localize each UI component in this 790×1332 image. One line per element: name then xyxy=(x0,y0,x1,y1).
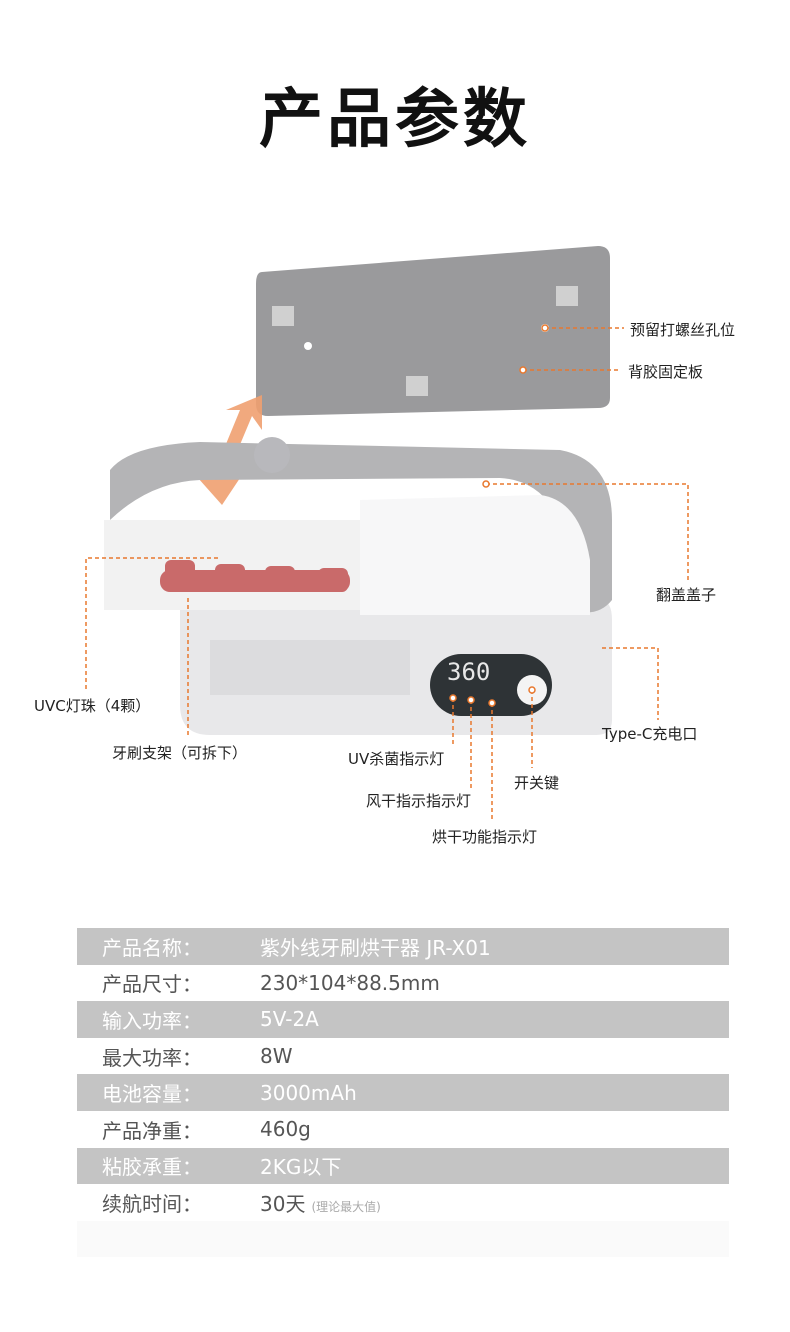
spec-value: 30天 (理论最大值) xyxy=(260,1188,729,1217)
callout-power-key: 开关键 xyxy=(514,774,560,792)
spec-value: 2KG以下 xyxy=(260,1155,342,1180)
device-drawing xyxy=(85,246,689,822)
product-illustration: 360 预留打螺丝孔位 背胶固定板 翻盖盖子 UVC灯珠（4颗） 牙刷支架（可拆… xyxy=(0,230,790,870)
spec-row: 电池容量： 3000mAh xyxy=(77,1074,729,1111)
callout-screw-hole: 预留打螺丝孔位 xyxy=(630,321,736,339)
callout-flip-lid: 翻盖盖子 xyxy=(656,586,717,604)
spec-value: 230*104*88.5mm xyxy=(260,970,440,995)
toothbrush-holders xyxy=(160,560,350,592)
spec-label: 最大功率： xyxy=(102,1045,202,1070)
spec-value: 5V-2A xyxy=(260,1007,319,1032)
plate-hook xyxy=(406,376,428,396)
metal-ball xyxy=(254,437,290,473)
display-reading: 360 xyxy=(447,658,491,686)
lid xyxy=(110,442,612,613)
spec-label: 电池容量： xyxy=(102,1082,202,1107)
spec-table: 产品名称： 紫外线牙刷烘干器 JR-X01 产品尺寸： 230*104*88.5mm… xyxy=(77,928,729,1258)
spec-row: 续航时间： 30天 (理论最大值) xyxy=(77,1184,729,1221)
plate-hook xyxy=(272,306,294,326)
spec-value: 3000mAh xyxy=(260,1080,357,1105)
spec-label: 输入功率： xyxy=(102,1008,202,1033)
callout-uv-indicator: UV杀菌指示灯 xyxy=(348,750,445,768)
spec-label: 粘胶承重： xyxy=(102,1155,202,1180)
spec-row: 粘胶承重： 2KG以下 xyxy=(77,1147,729,1185)
spec-row: 最大功率： 8W xyxy=(77,1038,729,1075)
page-title: 产品参数 xyxy=(259,83,531,157)
adhesive-back-plate xyxy=(256,246,610,416)
callout-adhesive-plate: 背胶固定板 xyxy=(628,363,704,381)
faded-row xyxy=(77,1220,729,1258)
spec-label: 产品名称： xyxy=(102,935,202,960)
spec-value: 紫外线牙刷烘干器 JR-X01 xyxy=(260,935,491,960)
spec-value: 8W xyxy=(260,1044,293,1069)
callout-heat-dry-indicator: 烘干功能指示灯 xyxy=(432,828,538,846)
vent xyxy=(210,640,410,695)
callout-brush-holder: 牙刷支架（可拆下） xyxy=(112,744,248,762)
plate-hook xyxy=(556,286,578,306)
spec-row: 产品净重： 460g xyxy=(77,1111,729,1148)
spec-row: 产品尺寸： 230*104*88.5mm xyxy=(77,965,729,1002)
spec-label: 续航时间： xyxy=(102,1191,202,1216)
spec-row: 输入功率： 5V-2A xyxy=(77,1001,729,1038)
spec-label: 产品净重： xyxy=(102,1118,202,1143)
spec-value: 460g xyxy=(260,1117,311,1142)
callout-uvc-beads: UVC灯珠（4颗） xyxy=(34,697,151,715)
callout-air-dry-indicator: 风干指示指示灯 xyxy=(366,792,472,810)
spec-note: (理论最大值) xyxy=(311,1199,381,1214)
spec-label: 产品尺寸： xyxy=(102,972,202,997)
spec-value-text: 30天 xyxy=(260,1191,306,1216)
spec-row: 产品名称： 紫外线牙刷烘干器 JR-X01 xyxy=(77,928,729,965)
callout-typec-port: Type-C充电口 xyxy=(602,725,698,743)
